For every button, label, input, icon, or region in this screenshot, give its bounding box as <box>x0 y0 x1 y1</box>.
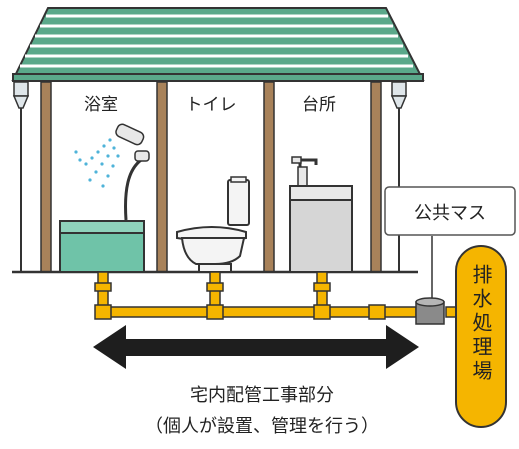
section-title: 宅内配管工事部分 <box>190 385 334 406</box>
rain-gutter-left <box>12 81 30 272</box>
shower-icon <box>74 123 150 221</box>
kitchen-sink <box>289 185 353 273</box>
drain-pipes <box>94 271 461 320</box>
basin-callout-box <box>384 186 516 236</box>
section-note: （個人が設置、管理を行う） <box>145 416 379 437</box>
room-label-kitchen: 台所 <box>302 95 336 115</box>
toilet-icon <box>176 176 250 273</box>
manhole-icon <box>415 297 445 325</box>
roof <box>11 7 425 82</box>
bathtub <box>59 220 145 273</box>
rain-gutter-right <box>390 81 408 272</box>
double-arrow-icon <box>93 325 419 369</box>
treatment-plant <box>455 245 507 428</box>
room-label-toilet: トイレ <box>186 95 237 115</box>
faucet-icon <box>291 156 318 188</box>
room-label-bath: 浴室 <box>84 95 118 115</box>
public-basin-label: 公共マス <box>414 203 486 224</box>
treatment-plant-label: 排水処理場 <box>469 264 493 384</box>
